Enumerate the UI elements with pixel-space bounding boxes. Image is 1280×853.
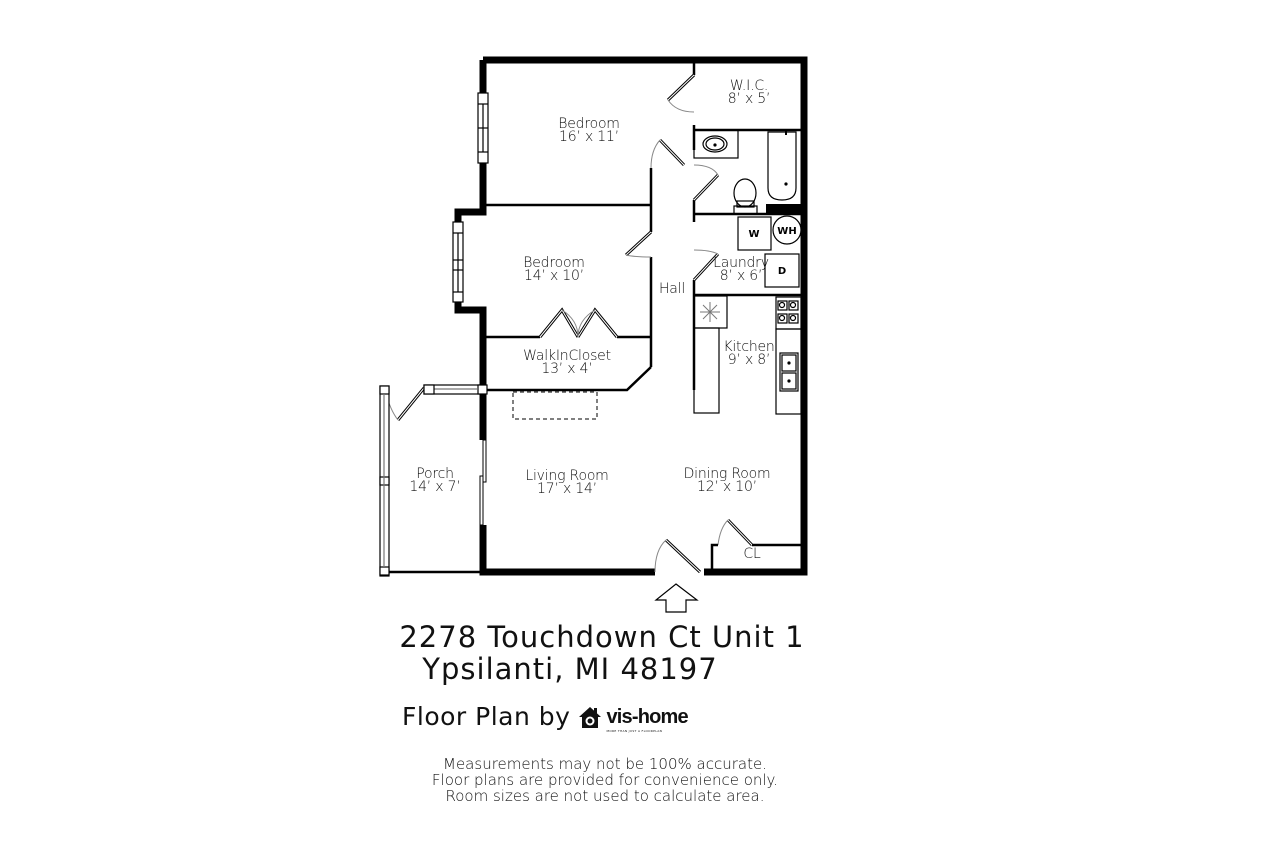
washer bbox=[737, 216, 772, 251]
dryer bbox=[764, 253, 800, 288]
bathroom-fixtures bbox=[693, 129, 797, 215]
room-label-closet: CL bbox=[743, 546, 761, 562]
water-heater bbox=[772, 215, 802, 245]
bath-wall-block bbox=[766, 204, 804, 214]
floor-plan-credit: Floor Plan by vis-home MORE THAN JUST A … bbox=[402, 700, 689, 733]
room-label-hall: Hall bbox=[658, 281, 686, 297]
counter-right bbox=[775, 328, 802, 415]
vis-home-logo: vis-home MORE THAN JUST A FLOORPLAN bbox=[578, 700, 689, 733]
entry-arrow-icon bbox=[654, 583, 699, 613]
dashed-outline bbox=[512, 391, 598, 420]
window-bedroom-2 bbox=[452, 221, 464, 303]
house-camera-icon bbox=[579, 706, 602, 728]
brand-name: vis-home bbox=[606, 706, 688, 728]
disclaimer: Measurements may not be 100% accurate. F… bbox=[0, 756, 1210, 804]
credit-prefix: Floor Plan by bbox=[402, 702, 571, 731]
address-line-1: 2278 Touchdown Ct Unit 1 bbox=[399, 620, 805, 654]
sliding-door bbox=[479, 439, 487, 526]
island-counter bbox=[693, 327, 720, 414]
disclaimer-line-3: Room sizes are not used to calculate are… bbox=[445, 787, 765, 805]
doors bbox=[384, 73, 754, 574]
disclaimer-line-1: Measurements may not be 100% accurate. bbox=[443, 755, 767, 773]
address-line-2: Ypsilanti, MI 48197 bbox=[422, 652, 718, 686]
room-label-wic: W.I.C.8’ x 5’ bbox=[727, 78, 771, 107]
washer-label: W bbox=[748, 229, 759, 240]
brand-tagline: MORE THAN JUST A FLOORPLAN bbox=[606, 729, 663, 733]
laundry-appliances bbox=[737, 215, 802, 288]
sink bbox=[779, 352, 799, 392]
window-bedroom-1 bbox=[477, 92, 489, 164]
water-heater-label: WH bbox=[777, 226, 796, 237]
disclaimer-line-2: Floor plans are provided for convenience… bbox=[431, 771, 779, 789]
dryer-label: D bbox=[778, 266, 786, 277]
kitchen-fixtures bbox=[693, 295, 802, 415]
exterior-walls bbox=[454, 56, 808, 576]
porch-structure bbox=[379, 384, 488, 577]
cl-closet-walls bbox=[710, 543, 804, 572]
